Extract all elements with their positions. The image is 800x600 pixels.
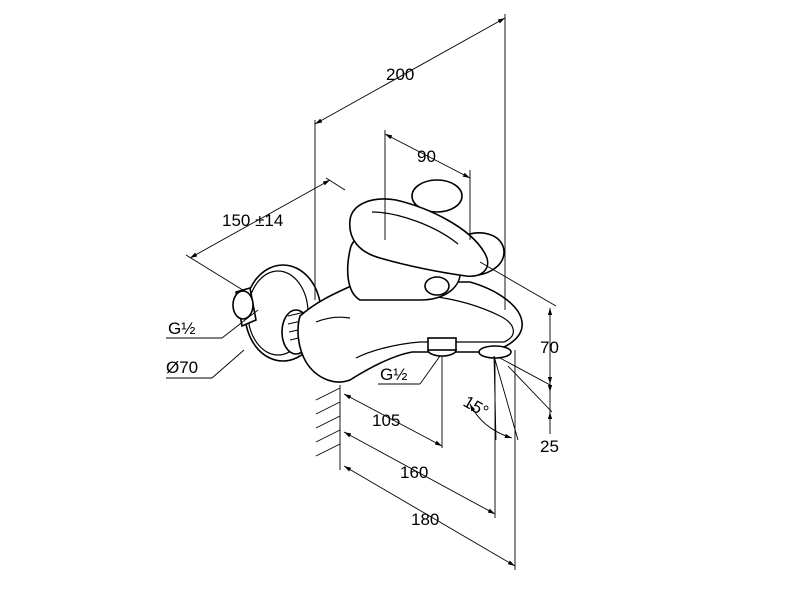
- dimension-angle-15: 15°: [460, 355, 519, 441]
- dimension-70: 70: [540, 308, 559, 384]
- thread-left-label: G½: [168, 319, 195, 338]
- leader-diameter: Ø70: [166, 349, 245, 379]
- dim-200-label: 200: [386, 65, 414, 84]
- dim-150-label: 150 ±14: [222, 211, 283, 230]
- dim-160-label: 160: [400, 463, 428, 482]
- dimension-90: 90: [384, 130, 471, 240]
- dim-105-label: 105: [372, 411, 400, 430]
- leader-thread-outlet: G½: [378, 355, 441, 385]
- outlet-fittings: [427, 337, 512, 359]
- lever-handle: [349, 198, 489, 296]
- diameter-label: Ø70: [166, 358, 198, 377]
- dim-70-label: 70: [540, 338, 559, 357]
- angle-15-label: 15°: [460, 392, 492, 421]
- leader-thread-left: G½: [166, 309, 259, 339]
- dimension-25: 25: [540, 384, 559, 456]
- dim-180-label: 180: [411, 510, 439, 529]
- thread-outlet-label: G½: [380, 365, 407, 384]
- wall-hatching: [315, 385, 341, 470]
- dimension-160: 160: [343, 358, 496, 518]
- dim-25-label: 25: [540, 437, 559, 456]
- dimension-150: 150 ±14: [185, 177, 346, 293]
- dimension-180: 180: [343, 350, 516, 570]
- dim-90-label: 90: [417, 147, 436, 166]
